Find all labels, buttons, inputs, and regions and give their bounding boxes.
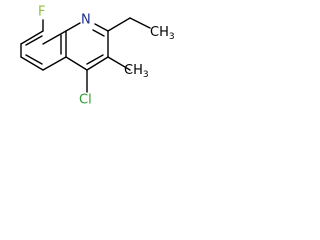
quinoline-structure-diagram: F N CH3 CH3 Cl	[20, 5, 175, 108]
bond-c4-c4a	[65, 56, 88, 71]
atom-chlorine-label: Cl	[79, 93, 92, 108]
bond-c8a-n1	[65, 22, 81, 32]
bond-c3-c4	[86, 56, 109, 71]
atom-nitrogen-label: N	[81, 13, 91, 28]
bond-double-c3-c4	[86, 54, 104, 65]
ethyl-ch3-subscript: 3	[169, 32, 175, 42]
bond-double-c7-c8	[25, 35, 43, 46]
atom-fluorine-label: F	[38, 5, 45, 20]
ring-ch3-main: CH	[124, 63, 143, 78]
bond-c8-c8a	[42, 30, 67, 45]
bond-n1-c2	[94, 23, 109, 32]
bond-ethyl-ch2-ch3	[129, 17, 151, 29]
bond-double-c5-c6	[25, 54, 43, 65]
benzo-ring	[20, 30, 67, 71]
bond-c3-methyl	[107, 56, 131, 71]
bond-c4a-c5	[42, 56, 67, 71]
atom-ethyl-ch3-label: CH3	[150, 25, 175, 42]
atom-ring-ch3-label: CH3	[124, 63, 149, 80]
ethyl-ch3-main: CH	[150, 25, 169, 40]
bond-c5-c6	[20, 56, 44, 71]
pyridine-ring	[65, 22, 109, 71]
ring-ch3-subscript: 3	[143, 70, 149, 80]
bond-c2-ethyl-ch2	[107, 17, 131, 32]
bond-double-n1-c2	[92, 29, 105, 37]
bond-c7-c8	[20, 30, 44, 45]
